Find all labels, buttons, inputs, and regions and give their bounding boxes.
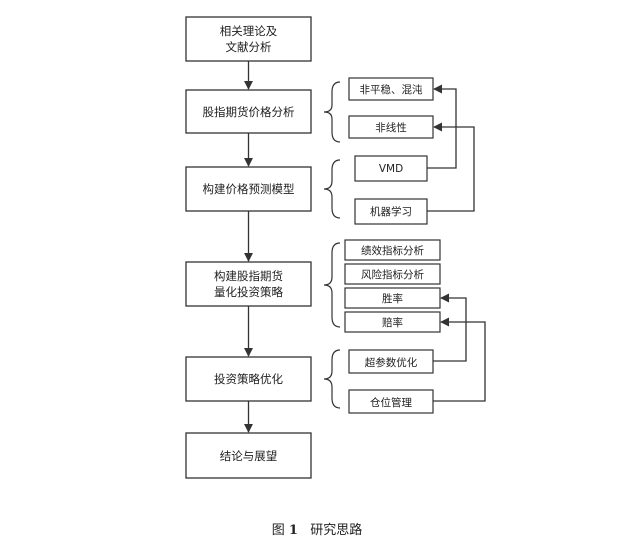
hyperparam-label: 超参数优化 <box>365 356 418 369</box>
arrow-hyperparam-to-win-rate <box>433 293 467 362</box>
brace-price-analysis <box>323 81 341 143</box>
theory-label-1: 相关理论及 <box>220 24 278 38</box>
strategy-box <box>185 261 312 307</box>
brace-strategy <box>323 242 341 328</box>
nonstationary-box <box>348 77 434 101</box>
strategy-label-1: 构建股指期货 <box>214 269 283 283</box>
nonstationary-label: 非平稳、混沌 <box>360 83 423 96</box>
caption-title: 研究思路 <box>310 523 363 538</box>
win-rate-label: 胜率 <box>382 292 403 305</box>
prediction-model-box <box>185 166 312 212</box>
arrow-ml-to-nonlinear <box>427 122 475 212</box>
figure-caption: 图 1 研究思路 <box>0 519 634 538</box>
risk-label: 风险指标分析 <box>361 268 424 281</box>
risk-box <box>344 263 441 285</box>
strategy-label-2: 量化投资策略 <box>214 285 283 299</box>
performance-box <box>344 239 441 261</box>
position-label: 仓位管理 <box>370 396 412 409</box>
arrow-vmd-to-nonstationary <box>427 84 457 169</box>
nonlinear-box <box>348 115 434 139</box>
caption-number: 1 <box>288 523 298 538</box>
performance-label: 绩效指标分析 <box>361 244 424 257</box>
vmd-box <box>354 155 428 182</box>
vmd-label: VMD <box>379 163 403 175</box>
theory-box <box>185 16 312 62</box>
loss-rate-label: 赔率 <box>382 316 403 329</box>
arrow-position-to-loss-rate <box>433 317 486 402</box>
prediction-model-label: 构建价格预测模型 <box>203 182 295 196</box>
conclusion-label: 结论与展望 <box>220 449 278 463</box>
brace-optimization <box>323 349 341 409</box>
brace-prediction-model <box>323 159 341 219</box>
nonlinear-label: 非线性 <box>375 121 407 134</box>
price-analysis-box <box>185 89 312 134</box>
price-analysis-label: 股指期货价格分析 <box>203 105 295 119</box>
loss-rate-box <box>344 311 441 333</box>
theory-label-2: 文献分析 <box>226 40 272 54</box>
optimization-label: 投资策略优化 <box>214 372 283 386</box>
caption-label: 图 <box>271 523 285 538</box>
ml-label: 机器学习 <box>370 205 412 218</box>
conclusion-box <box>185 432 312 479</box>
win-rate-box <box>344 287 441 309</box>
